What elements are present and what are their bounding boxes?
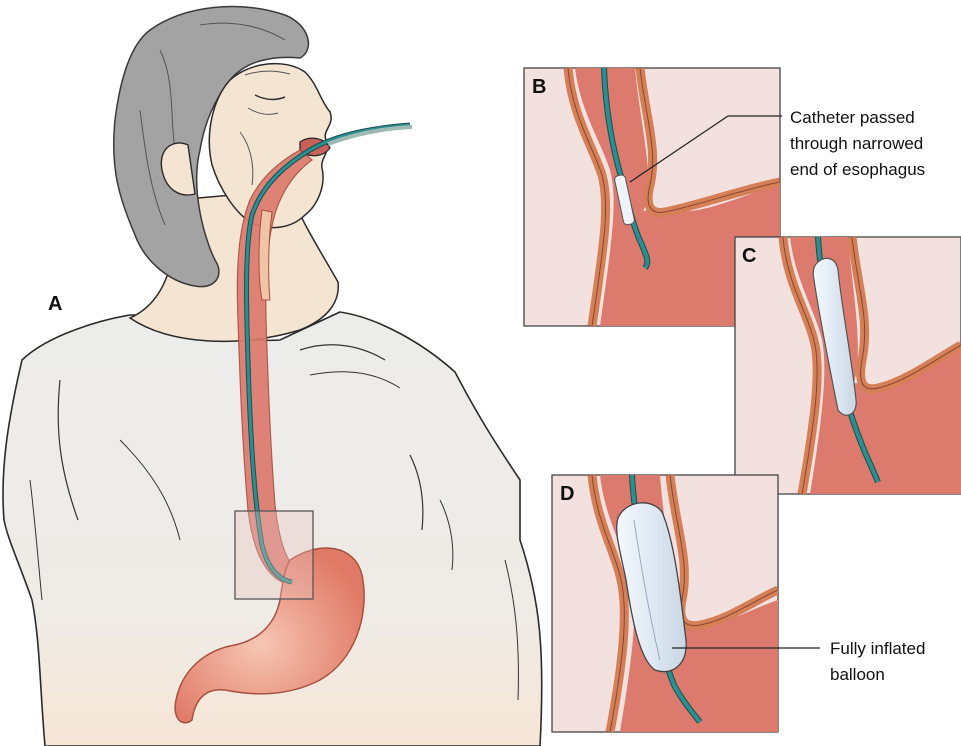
panel-b-label: B bbox=[532, 76, 546, 98]
panel-d: D bbox=[552, 475, 778, 732]
panel-d-label: D bbox=[560, 483, 574, 505]
panel-a-label: A bbox=[48, 293, 62, 315]
catheter-callout-line-3: end of esophagus bbox=[790, 160, 925, 179]
magnified-region-box bbox=[235, 511, 313, 599]
balloon-callout-line-2: balloon bbox=[830, 665, 885, 684]
balloon-callout-line-1: Fully inflated bbox=[830, 639, 925, 658]
panel-c-label: C bbox=[742, 245, 756, 267]
panel-c: C bbox=[735, 237, 961, 494]
catheter-callout-line-2: through narrowed bbox=[790, 134, 923, 153]
catheter-callout-line-1: Catheter passed bbox=[790, 108, 915, 127]
panel-a-figure: A bbox=[3, 7, 542, 746]
